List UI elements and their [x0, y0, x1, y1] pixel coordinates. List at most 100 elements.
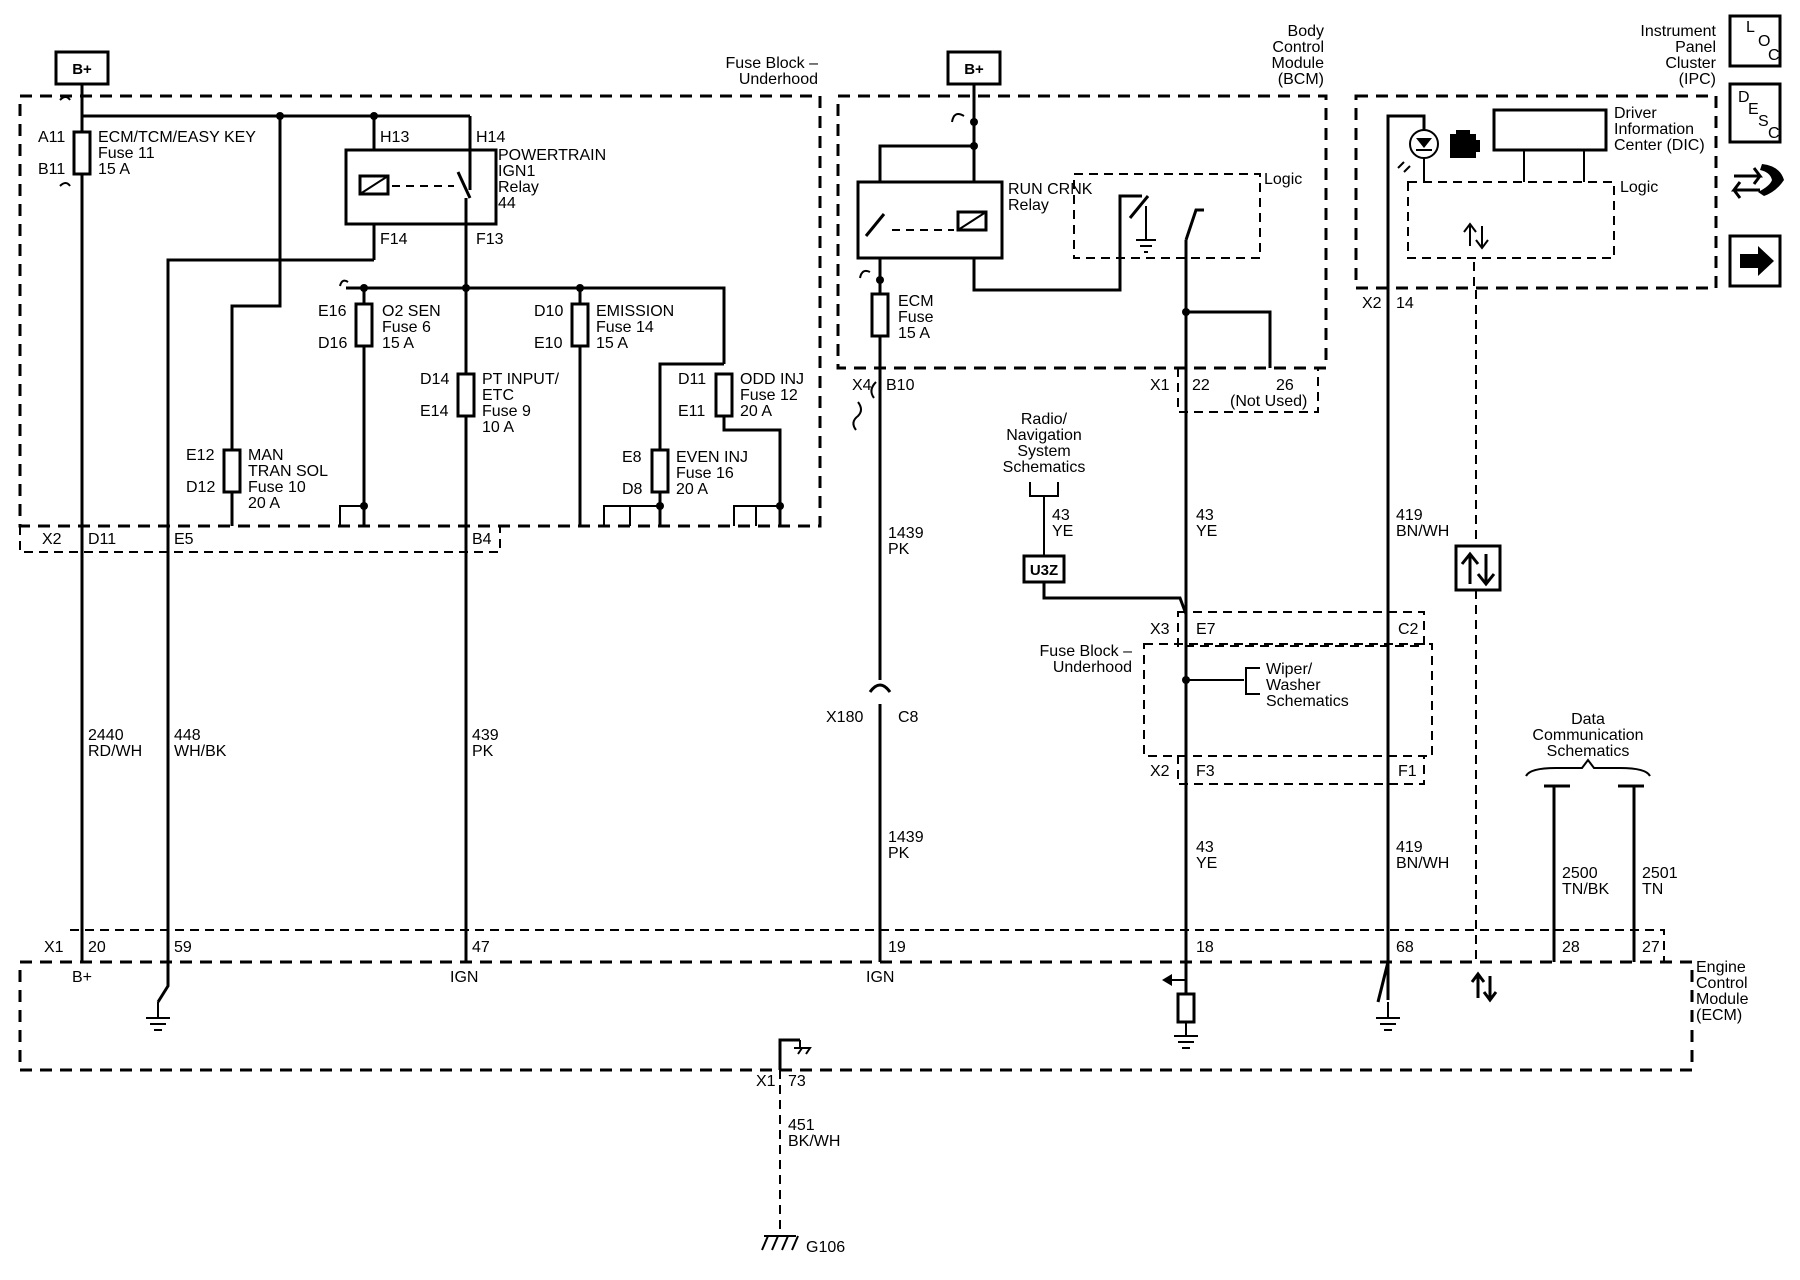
loc-icon-l: L — [1746, 19, 1755, 36]
loc-icon[interactable] — [1728, 14, 1782, 68]
ecm-chassis-ground-icon — [794, 1040, 812, 1055]
ecm-input-bplus: B+ — [72, 969, 92, 986]
fuse-11-terminals — [59, 96, 71, 187]
loc-icon-c: C — [1768, 47, 1780, 64]
wire-448 — [156, 258, 374, 1003]
radio-ref-3: System — [1017, 443, 1070, 460]
desc-icon[interactable] — [1728, 82, 1782, 144]
fuse-14-rating: 15 A — [596, 335, 628, 352]
fuse-12-in-pin: D11 — [678, 371, 706, 388]
fb-mid-title-1: Fuse Block – — [1040, 643, 1133, 660]
ipc-title-2: Panel — [1675, 39, 1716, 56]
man-tran-feed — [230, 116, 282, 526]
wire-419b-color: BN/WH — [1396, 855, 1449, 872]
odd-inj-splice — [733, 505, 780, 526]
ecm-ground-icon — [1376, 1002, 1400, 1031]
bplus-box-right — [946, 50, 1002, 86]
run-crnk-name-2: Relay — [1008, 197, 1049, 214]
dic-title-1: Driver — [1614, 105, 1657, 122]
run-crnk-coil-diag — [957, 211, 987, 231]
radio-ref-4: Schematics — [1003, 459, 1086, 476]
wire-2501-circuit: 2501 — [1642, 865, 1678, 882]
fuse-16-in-pin: E8 — [622, 449, 642, 466]
datacomm-brace — [1525, 758, 1651, 777]
bcm-x1-pin-26: 26 — [1276, 377, 1294, 394]
junction — [776, 502, 784, 510]
wire-439-color: PK — [472, 743, 494, 760]
logic-ground-icon — [1136, 239, 1156, 253]
fuse-10-number: Fuse 10 — [248, 479, 306, 496]
fb-x3-label: X3 — [1150, 621, 1170, 638]
ipc-x2-label: X2 — [1362, 295, 1382, 312]
ecm-title-4: (ECM) — [1696, 1007, 1742, 1024]
fuse-14-in-pin: D10 — [534, 303, 563, 320]
ecm-pin-20: 20 — [88, 939, 106, 956]
led-rays-icon — [1397, 161, 1411, 173]
fb-x2-pin-d11: D11 — [88, 531, 116, 548]
ipc-outline — [1354, 94, 1718, 290]
wiper-ref-bracket — [1245, 667, 1260, 695]
wire-43a-color: YE — [1052, 523, 1073, 540]
fuse-block-outline — [18, 94, 822, 528]
fuse-16-name: EVEN INJ — [676, 449, 748, 466]
junction — [876, 276, 884, 284]
even-inj-feed — [658, 362, 724, 526]
fuse-distribution-bus — [346, 286, 726, 364]
wire-451-color: BK/WH — [788, 1133, 840, 1150]
u3z-label: U3Z — [1030, 562, 1058, 579]
fuse-12-rating: 20 A — [740, 403, 772, 420]
fb-x2b-pin-f1: F1 — [1398, 763, 1417, 780]
dic-title-2: Information — [1614, 121, 1694, 138]
fuse-6-number: Fuse 6 — [382, 319, 431, 336]
fuse-6-in-pin: E16 — [318, 303, 347, 320]
desc-icon-d: D — [1738, 89, 1750, 106]
fuse-12-out-pin: E11 — [678, 403, 705, 420]
fuse-6-out-pin: D16 — [318, 335, 347, 352]
wire-43c-color: YE — [1196, 855, 1217, 872]
wire-2500-color: TN/BK — [1562, 881, 1609, 898]
ecm-fuse-name: ECM — [898, 293, 934, 310]
g106-ground-icon — [761, 1235, 799, 1251]
ecm-resistor — [1176, 992, 1196, 1024]
fb-x3-pin-e7: E7 — [1196, 621, 1216, 638]
ipc-logic-label: Logic — [1620, 179, 1658, 196]
run-crnk-to-logic — [972, 194, 1142, 292]
fuse-10-name-2: TRAN SOL — [248, 463, 328, 480]
fuse-11-number: Fuse 11 — [98, 145, 155, 162]
ipc-logic-outline — [1407, 181, 1615, 259]
data-arrows-icon — [1463, 222, 1489, 250]
fuse-block-title-2: Underhood — [739, 71, 818, 88]
wire-1439b-circuit: 1439 — [888, 829, 924, 846]
fb-x2b-label: X2 — [1150, 763, 1170, 780]
ecm-title-2: Control — [1696, 975, 1748, 992]
wrench-icon — [1758, 164, 1784, 196]
wire-439-circuit: 439 — [472, 727, 499, 744]
bcm-title-4: (BCM) — [1278, 71, 1324, 88]
connector-views-icon[interactable] — [1731, 167, 1763, 199]
fb-x2-pin-e5: E5 — [174, 531, 194, 548]
bcm-x1-label: X1 — [1150, 377, 1170, 394]
wire-43b-circuit: 43 — [1196, 507, 1214, 524]
relay-name-2: IGN1 — [498, 163, 535, 180]
fuse-9-name-1: PT INPUT/ — [482, 371, 560, 388]
bcm-logic-outline — [1073, 173, 1261, 259]
led-triangle-icon — [1416, 138, 1432, 148]
fuse-16-out-pin: D8 — [622, 481, 643, 498]
fb-mid-title-2: Underhood — [1053, 659, 1132, 676]
wire-43a-circuit: 43 — [1052, 507, 1070, 524]
ecm-fuse-number: Fuse — [898, 309, 934, 326]
even-inj-splice — [603, 505, 660, 526]
ipc-title-1: Instrument — [1640, 23, 1716, 40]
fuse-14-name: EMISSION — [596, 303, 674, 320]
ecm-x1-label: X1 — [44, 939, 64, 956]
o2-sen-splice — [339, 505, 364, 526]
relay-pin-h14: H14 — [476, 129, 505, 146]
fuse-14-out-pin: E10 — [534, 335, 563, 352]
relay-name-1: POWERTRAIN — [498, 147, 606, 164]
datacomm-ref-1: Data — [1571, 711, 1605, 728]
run-crnk-switch-feed — [878, 144, 974, 182]
logic-switch-1 — [1128, 195, 1150, 219]
bcm-outline — [836, 94, 1328, 370]
ecm-input-ign-2: IGN — [866, 969, 894, 986]
